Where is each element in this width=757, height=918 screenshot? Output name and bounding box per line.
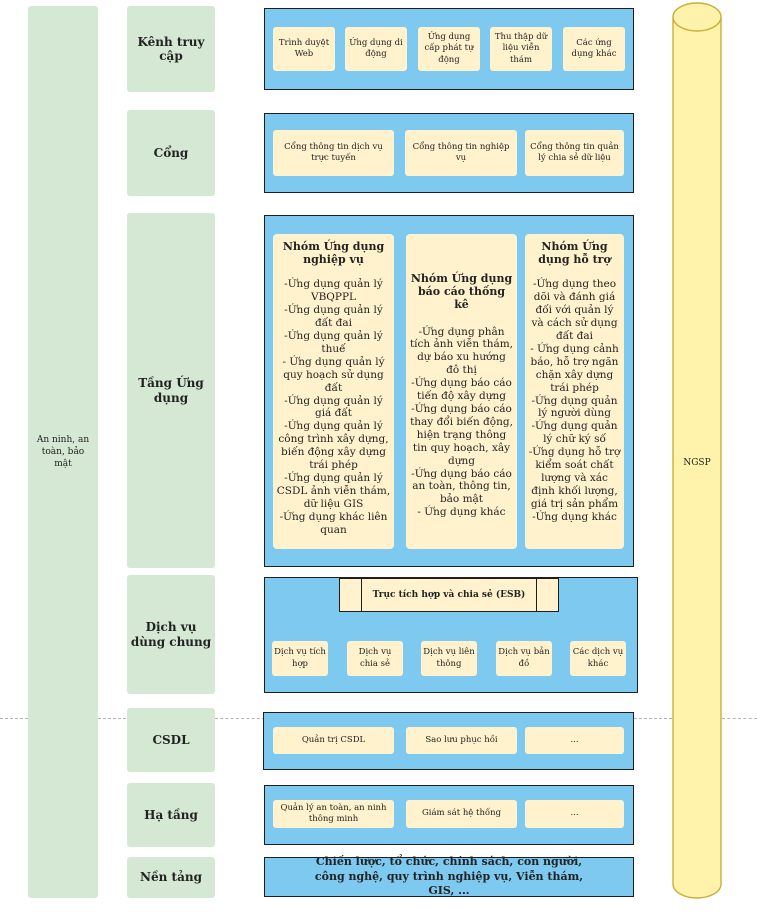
- separator-mid-2: [215, 718, 265, 719]
- app-line: -Ứng dụng báo cáo thay đổi biến động, hi…: [410, 403, 513, 467]
- app-line: -Ứng dụng hỗ trợ kiểm soát chất lượng và…: [528, 446, 621, 510]
- app-line: - Ứng dụng cảnh báo, hỗ trợ ngăn chặn xâ…: [530, 342, 619, 394]
- security-column: An ninh, an toàn, bảo mật: [28, 6, 98, 898]
- hatang-item: Giám sát hệ thống: [406, 800, 517, 828]
- layer-csdl-label: CSDL: [152, 732, 190, 747]
- app-line: -Ứng dụng quản lý người dùng: [531, 394, 618, 420]
- app-group-title: Nhóm Ứng dụng hỗ trợ: [538, 240, 611, 267]
- hatang-item: ...: [525, 800, 624, 828]
- hatang-item-label: Quản lý an toàn, an ninh thông minh: [280, 802, 387, 824]
- app-line: -Ứng dụng phân tích ảnh viễn thám, dự bá…: [409, 325, 514, 377]
- layer-dich-vu-dung-chung: Dịch vụ dùng chung: [127, 575, 215, 694]
- layer-cong-label: Cổng: [153, 145, 189, 160]
- hatang-item-label: ...: [570, 808, 579, 819]
- ngsp-cylinder: [672, 2, 722, 899]
- app-line: -Ứng dụng quản lý VBQPPL: [284, 278, 383, 304]
- layer-dich-vu-label: Dịch vụ dùng chung: [130, 620, 212, 649]
- kenh-item-label: Ứng dụng cấp phát tự động: [424, 32, 474, 65]
- esb-right-cap: [536, 578, 559, 612]
- kenh-item: Trình duyệt Web: [273, 27, 335, 71]
- layer-nen-tang: Nền tảng: [127, 857, 215, 898]
- esb-left-cap: [339, 578, 362, 612]
- layer-nen-tang-label: Nền tảng: [140, 870, 202, 885]
- csdl-item-label: Sao lưu phục hồi: [425, 734, 498, 745]
- layer-kenh-truy-cap: Kênh truy cập: [127, 6, 215, 92]
- dichvu-item: Dịch vụ chia sẻ: [347, 641, 403, 676]
- app-line: -Ứng dụng báo cáo tiến độ xây dựng: [411, 377, 512, 403]
- app-group-nghiep-vu: Nhóm Ứng dụng nghiệp vụ -Ứng dụng quản l…: [273, 234, 394, 549]
- kenh-item-label: Thu thập dữ liệu viễn thám: [494, 32, 548, 65]
- app-line: -Ứng dụng quản lý CSDL ảnh viễn thám, dữ…: [276, 471, 391, 510]
- dichvu-item-label: Dịch vụ bản đồ: [498, 647, 550, 669]
- app-line: -Ứng dụng quản lý thuế: [284, 330, 383, 355]
- app-line: -Ứng dụng báo cáo an toàn, thông tin, bả…: [411, 467, 512, 506]
- dichvu-item-label: Dịch vụ liên thông: [423, 647, 475, 669]
- cong-item: Cổng thông tin dịch vụ trực tuyến: [273, 130, 394, 176]
- layer-cong: Cổng: [127, 110, 215, 196]
- layer-csdl: CSDL: [127, 708, 215, 772]
- app-line: -Ứng dụng khác: [532, 510, 617, 523]
- kenh-item: Ứng dụng di động: [345, 27, 407, 71]
- separator-mid-3: [634, 718, 672, 719]
- dichvu-item-label: Các dịch vụ khác: [572, 647, 624, 669]
- kenh-item: Các ứng dụng khác: [563, 27, 625, 71]
- hatang-item-label: Giám sát hệ thống: [421, 808, 502, 819]
- dichvu-item-label: Dịch vụ chia sẻ: [358, 647, 392, 669]
- app-line: - Ứng dụng quản lý quy hoạch sử dụng đất: [282, 355, 385, 394]
- cong-item-label: Cổng thông tin dịch vụ trực tuyến: [284, 141, 383, 163]
- app-line: -Ứng dụng theo dõi và đánh giá đối với q…: [531, 278, 618, 342]
- cong-item: Cổng thông tin nghiệp vụ: [405, 130, 517, 176]
- dichvu-item-label: Dịch vụ tích hợp: [274, 647, 326, 669]
- kenh-item: Ứng dụng cấp phát tự động: [418, 27, 480, 71]
- app-group-bao-cao: Nhóm Ứng dụng báo cáo thống kê -Ứng dụng…: [406, 234, 517, 549]
- app-line: - Ứng dụng khác: [417, 506, 506, 519]
- app-line: -Ứng dụng quản lý chữ ký số: [531, 420, 618, 446]
- kenh-item-label: Các ứng dụng khác: [571, 37, 617, 59]
- security-label: An ninh, an toàn, bảo mật: [36, 434, 90, 470]
- app-group-title: Nhóm Ứng dụng nghiệp vụ: [282, 240, 385, 267]
- esb-label: Trục tích hợp và chia sẻ (ESB): [372, 590, 526, 600]
- ngsp-label: NGSP: [683, 458, 711, 468]
- csdl-item-label: Quản trị CSDL: [301, 734, 366, 745]
- layer-tang-ung-dung: Tầng Ứng dụng: [127, 213, 215, 568]
- app-line: -Ứng dụng quản lý đất đai: [284, 304, 383, 330]
- nen-tang-panel: Chiến lược, tổ chức, chính sách, con ngư…: [264, 854, 634, 898]
- kenh-item-label: Ứng dụng di động: [349, 37, 403, 59]
- esb-bar: Trục tích hợp và chia sẻ (ESB): [361, 578, 537, 612]
- dichvu-item: Dịch vụ bản đồ: [496, 641, 552, 676]
- csdl-item: ...: [525, 727, 624, 754]
- nen-tang-text: Chiến lược, tổ chức, chính sách, con ngư…: [314, 854, 584, 898]
- layer-kenh-label: Kênh truy cập: [137, 34, 205, 63]
- app-line: -Ứng dụng khác liên quan: [279, 510, 388, 536]
- csdl-item: Sao lưu phục hồi: [406, 727, 517, 754]
- ngsp-body: [672, 17, 722, 899]
- app-line: -Ứng dụng quản lý giá đất: [284, 394, 383, 420]
- app-group-ho-tro: Nhóm Ứng dụng hỗ trợ -Ứng dụng theo dõi …: [525, 234, 624, 549]
- ngsp-top: [672, 2, 722, 32]
- dichvu-item: Các dịch vụ khác: [570, 641, 626, 676]
- dichvu-item: Dịch vụ tích hợp: [272, 641, 328, 676]
- kenh-item-label: Trình duyệt Web: [278, 37, 330, 59]
- layer-ha-tang-label: Hạ tầng: [144, 807, 198, 822]
- csdl-item: Quản trị CSDL: [273, 727, 394, 754]
- cong-item-label: Cổng thông tin quản lý chia sẻ dữ liệu: [530, 141, 619, 163]
- separator-left: [0, 718, 28, 719]
- separator-right: [722, 718, 757, 719]
- kenh-item: Thu thập dữ liệu viễn thám: [490, 27, 552, 71]
- layer-ung-dung-label: Tầng Ứng dụng: [138, 376, 204, 405]
- cong-item-label: Cổng thông tin nghiệp vụ: [412, 141, 510, 163]
- layer-ha-tang: Hạ tầng: [127, 783, 215, 847]
- app-group-title: Nhóm Ứng dụng báo cáo thống kê: [410, 272, 513, 312]
- hatang-item: Quản lý an toàn, an ninh thông minh: [273, 800, 394, 828]
- app-line: -Ứng dụng quản lý công trình xây dựng, b…: [278, 420, 389, 472]
- cong-item: Cổng thông tin quản lý chia sẻ dữ liệu: [525, 130, 624, 176]
- dichvu-item: Dịch vụ liên thông: [421, 641, 477, 676]
- csdl-item-label: ...: [570, 734, 579, 745]
- separator-mid-1: [98, 718, 126, 719]
